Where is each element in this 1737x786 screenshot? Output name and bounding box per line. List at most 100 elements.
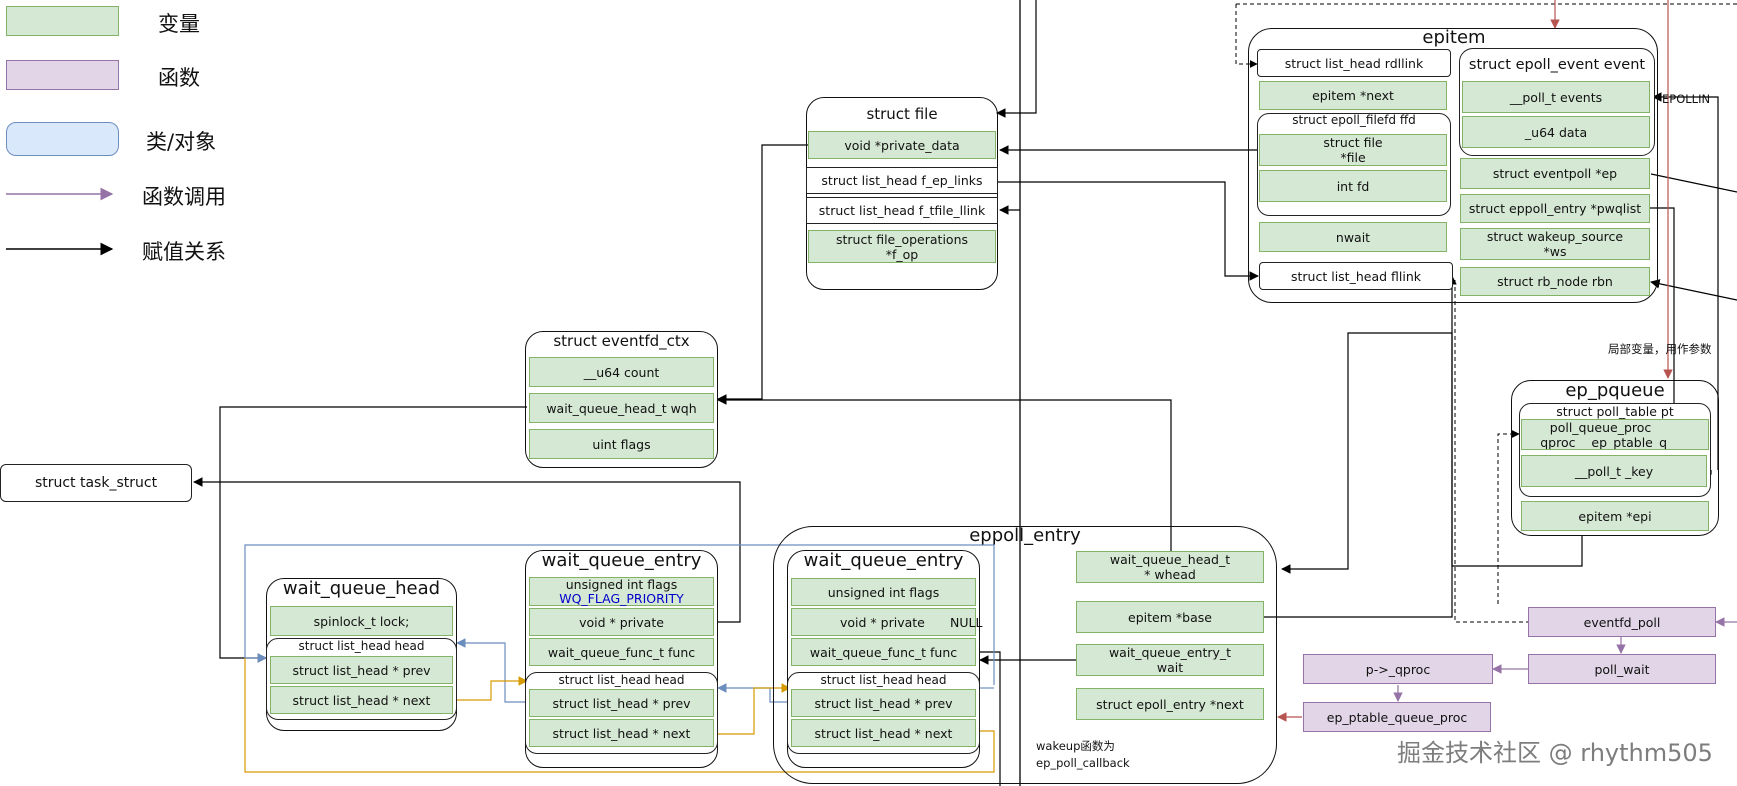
ep-pqueue-epi: epitem *epi <box>1521 501 1709 531</box>
field-flags: uint flags <box>529 429 714 459</box>
epitem-ws: struct wakeup_source *ws <box>1460 228 1650 260</box>
wqe2-next: struct list_head * next <box>791 719 976 747</box>
legend-assign-label: 赋值关系 <box>142 240 226 264</box>
prev-link-1 <box>456 638 527 703</box>
legend-function-label: 函数 <box>158 66 200 90</box>
arrow-base-to-epitem <box>1264 275 1457 618</box>
wqe2-list-head-title: struct list_head head <box>820 672 947 687</box>
epitem-title: epitem <box>1422 27 1486 48</box>
ep-pqueue-title: ep_pqueue <box>1565 380 1665 401</box>
next-link-1 <box>457 676 528 701</box>
wqe2-flags: unsigned int flags <box>791 578 976 606</box>
field-count: __u64 count <box>529 357 714 387</box>
field-lock: spinlock_t lock; <box>270 606 453 636</box>
epitem-nwait: nwait <box>1259 222 1447 252</box>
arrow-f-ep-links-to-fllink <box>998 181 1259 281</box>
epitem-pwqlist: struct eppoll_entry *pwqlist <box>1460 194 1650 223</box>
eventfd-ctx-box <box>525 331 718 468</box>
dashed-to-rdllink <box>1235 4 1258 68</box>
eppoll-entry-title: eppoll_entry <box>969 525 1081 546</box>
field-wqh: wait_queue_head_t wqh <box>529 393 714 423</box>
wqe1-func: wait_queue_func_t func <box>529 638 714 666</box>
epitem-rdllink: struct list_head rdllink <box>1257 49 1451 77</box>
eppoll-entry-box <box>773 526 1277 784</box>
field-f-op: struct file_operations *f_op <box>808 230 996 263</box>
epitem-events: __poll_t events <box>1462 81 1650 113</box>
line-ep-out <box>1650 173 1737 193</box>
legend-variable-label: 变量 <box>158 12 200 36</box>
eppoll-next: struct epoll_entry *next <box>1076 688 1264 720</box>
arrow-into-rbn <box>1650 279 1737 301</box>
epitem-fllink: struct list_head fllink <box>1259 262 1453 290</box>
field-f-tfile-llink: struct list_head f_tfile_llink <box>806 197 998 224</box>
legend-class-swatch <box>6 122 119 156</box>
dashed-down <box>1454 280 1528 623</box>
wqh-next: struct list_head * next <box>270 686 453 714</box>
dashed-to-pt <box>1497 430 1520 604</box>
wqe2-private-label: void * private <box>840 614 925 630</box>
wqe2-func: wait_queue_func_t func <box>791 638 976 666</box>
func-poll-wait: poll_wait <box>1528 654 1716 684</box>
wqe1-flags-note: WQ_FLAG_PRIORITY <box>559 590 684 606</box>
wqe2-private: void * private <box>791 608 976 636</box>
eppoll-base: epitem *base <box>1076 601 1264 633</box>
wqe1-title: wait_queue_entry <box>541 550 702 571</box>
legend-call-label: 函数调用 <box>142 185 226 209</box>
eppoll-wakeup-note: wakeup函数为 ep_poll_callback <box>1036 739 1130 770</box>
next-link-2 <box>718 683 791 735</box>
line-func-down <box>980 651 1001 786</box>
wqe1-prev: struct list_head * prev <box>529 689 714 717</box>
arrow-wqh-to-wait-queue-head <box>219 406 527 663</box>
arrow-whead-to-wqh <box>717 395 1172 552</box>
wqh-list-head-title: struct list_head head <box>298 638 425 653</box>
ep-pqueue-pt-title: struct poll_table pt <box>1556 403 1674 419</box>
legend-variable-swatch <box>6 6 119 36</box>
prev-link-outer <box>244 544 995 685</box>
epitem-next: epitem *next <box>1259 81 1447 110</box>
wqe1-list-head-title: struct list_head head <box>558 672 685 687</box>
epitem-box <box>1248 28 1658 303</box>
epitem-ep: struct eventpoll *ep <box>1460 158 1650 189</box>
next-link-outer <box>244 658 995 773</box>
struct-file-title: struct file <box>866 105 938 123</box>
wait-queue-entry-2-box <box>787 550 980 768</box>
func-qproc: p->_qproc <box>1303 654 1493 684</box>
epitem-ffd-file: struct file *file <box>1259 134 1447 166</box>
ep-pqueue-box <box>1511 380 1719 536</box>
arrow-private-to-task-struct <box>193 477 741 623</box>
legend-function-swatch <box>6 60 119 90</box>
watermark: 掘金技术社区 @ rhythm505 <box>1397 739 1713 767</box>
wqe1-next: struct list_head * next <box>529 719 714 747</box>
field-f-ep-links: struct list_head f_ep_links <box>806 167 998 194</box>
epitem-rbn: struct rb_node rbn <box>1460 267 1650 296</box>
wqe1-flags: unsigned int flags WQ_FLAG_PRIORITY <box>529 577 714 606</box>
arrow-private-data-to-wqh <box>717 144 808 404</box>
wait-queue-head-title: wait_queue_head <box>282 578 441 599</box>
wqh-prev: struct list_head * prev <box>270 656 453 684</box>
func-eventfd-poll: eventfd_poll <box>1528 607 1716 637</box>
task-struct-box: struct task_struct <box>0 464 192 502</box>
func-ep-ptable-queue-proc: ep_ptable_queue_proc <box>1303 702 1491 732</box>
epitem-epollin-label: EPOLLIN <box>1662 92 1711 106</box>
wqe1-private: void * private <box>529 608 714 636</box>
ep-pqueue-local-note: 局部变量，用作参数 <box>1608 342 1712 356</box>
wqe1-flags-label: unsigned int flags <box>565 576 678 592</box>
wqe2-private-note: NULL <box>950 615 983 630</box>
ep-pqueue-qproc: poll_queue_proc _qproc ep_ptable_q <box>1521 419 1709 450</box>
epitem-ffd-fd: int fd <box>1259 170 1447 202</box>
prev-link-2 <box>717 683 790 703</box>
eppoll-wait: wait_queue_entry_t wait <box>1076 644 1264 676</box>
eventfd-ctx-title: struct eventfd_ctx <box>553 332 690 350</box>
epitem-ffd-title: struct epoll_filefd ffd <box>1292 112 1416 127</box>
epitem-event-title: struct epoll_event event <box>1468 57 1646 73</box>
eppoll-whead: wait_queue_head_t * whead <box>1076 551 1264 583</box>
wqe2-title: wait_queue_entry <box>803 550 964 571</box>
field-private-data: void *private_data <box>808 131 996 159</box>
ep-pqueue-key: __poll_t _key <box>1521 455 1707 487</box>
arrow-into-event <box>1652 92 1719 470</box>
arrow-into-struct-file <box>996 0 1037 118</box>
legend-class-label: 类/对象 <box>146 130 217 154</box>
wait-queue-entry-1-box <box>525 550 718 768</box>
wqe2-prev: struct list_head * prev <box>791 689 976 717</box>
epitem-data: _u64 data <box>1462 116 1650 148</box>
